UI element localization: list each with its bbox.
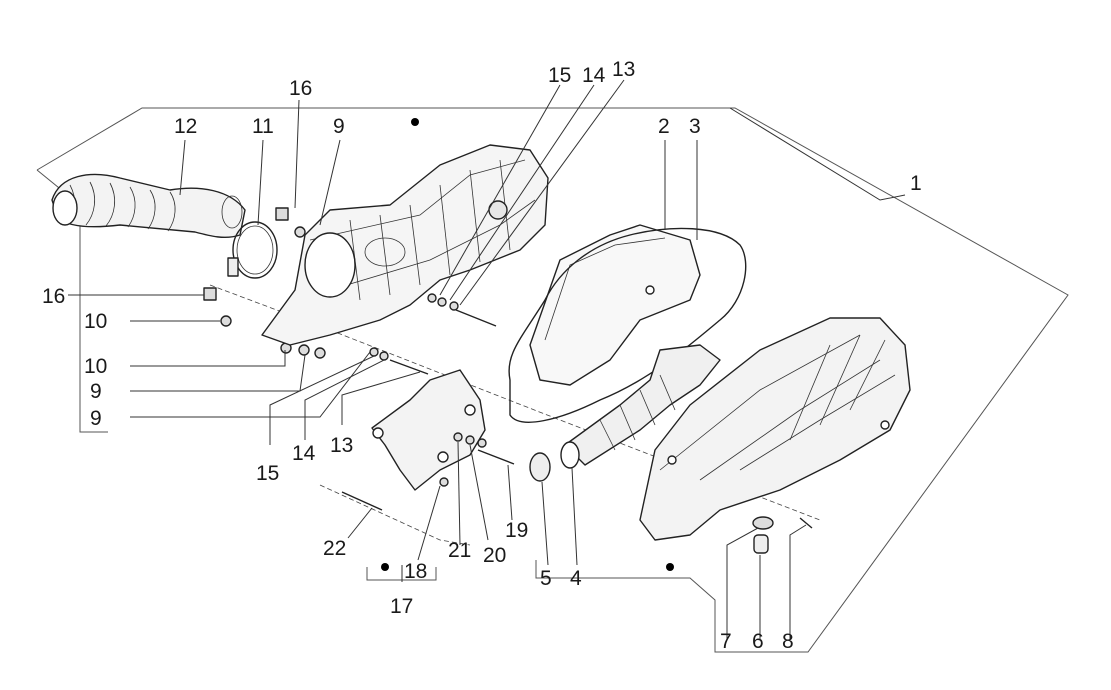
clip-part-upper [275,207,289,221]
airbox-cover-part [639,317,911,541]
cover-screw-part [799,517,813,529]
marker-dot-3 [666,563,674,571]
callout-15-top: 15 [548,64,571,87]
callout-12: 12 [174,115,197,138]
hose-clamp-part [227,221,278,279]
sleeve-clamp-part [529,452,551,482]
callout-4: 4 [570,567,582,590]
callout-5: 5 [540,567,552,590]
callout-3: 3 [689,115,701,138]
callout-13-top: 13 [612,58,635,81]
callout-22: 22 [323,537,346,560]
callout-8: 8 [782,630,794,653]
marker-dot-2 [381,563,389,571]
callout-15-low: 15 [256,462,279,485]
callout-16-left: 16 [42,285,65,308]
callout-9-top: 9 [333,115,345,138]
callout-10-low: 10 [84,355,107,378]
callout-20: 20 [483,544,506,567]
drain-clip-part [752,516,774,530]
callout-1: 1 [910,172,922,195]
filter-gasket-part [508,227,747,423]
callout-9-mid: 9 [90,380,102,403]
callout-14-low: 14 [292,442,316,465]
callout-6: 6 [752,630,764,653]
leader-lines [68,79,906,640]
airbox-housing-part [261,144,549,346]
callout-14-top: 14 [582,64,606,87]
intake-duct-part [51,173,246,239]
callout-18: 18 [404,560,427,583]
callout-17: 17 [390,595,413,618]
marker-dot-1 [411,118,419,126]
assembly-axis-lower [319,484,471,546]
callout-10-top: 10 [84,310,107,333]
callout-9-low: 9 [90,407,102,430]
intake-sleeve-part [560,344,721,469]
callout-7: 7 [720,630,732,653]
callout-16-top: 16 [289,77,312,100]
clip-part-lower [203,287,217,301]
callout-21: 21 [448,539,471,562]
mounting-bracket-part [341,369,515,511]
fasteners-left [220,226,497,375]
callout-11: 11 [252,115,274,138]
callout-13-low: 13 [330,434,353,457]
assembly-frame-1 [36,107,1069,653]
drain-cap-part [753,534,769,554]
callout-19: 19 [505,519,528,542]
callout-2: 2 [658,115,670,138]
